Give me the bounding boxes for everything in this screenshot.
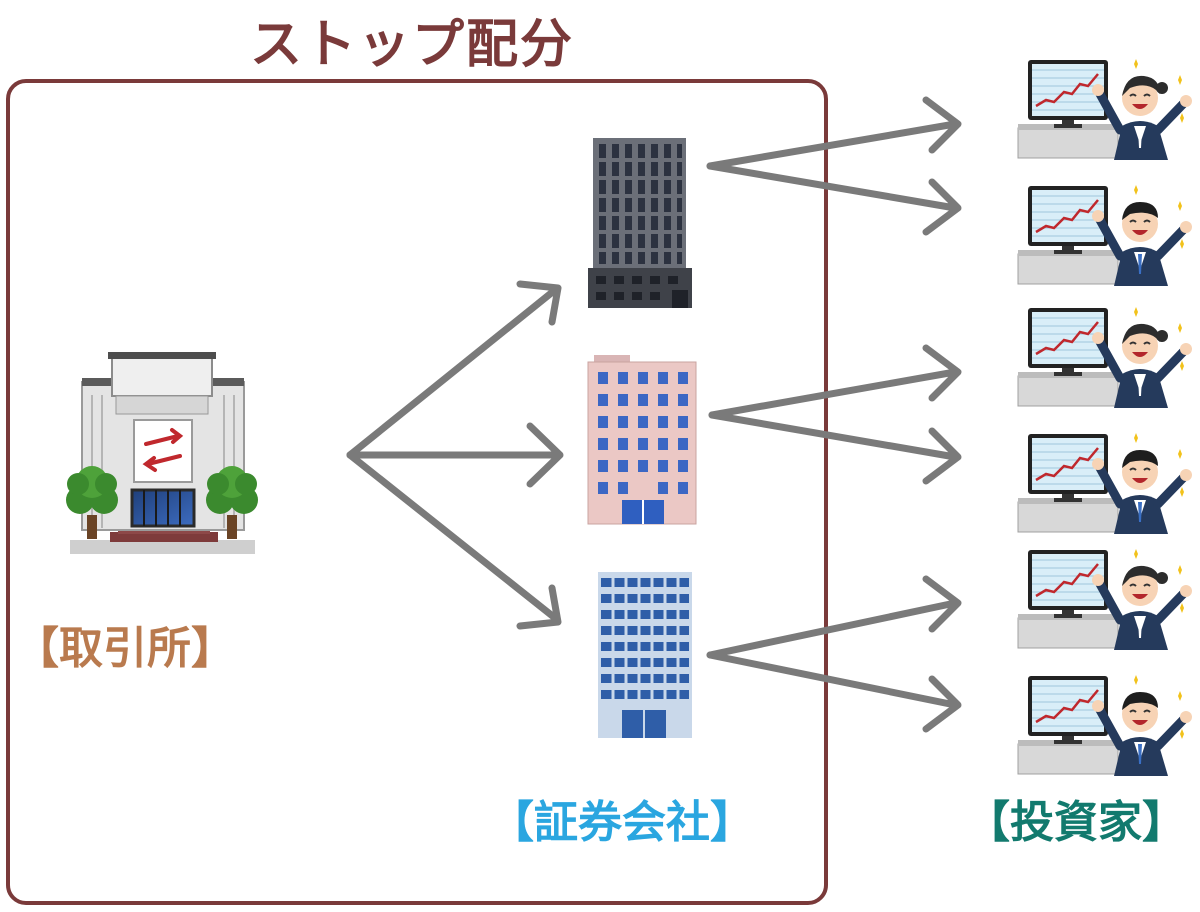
arrows-exchange-to-brokers	[346, 280, 564, 630]
arrow-b2-i4	[708, 411, 962, 485]
arrow-to-broker-3	[346, 451, 562, 630]
brokers-label: 【証券会社】	[490, 797, 754, 848]
cheering-woman-investor-icon	[1017, 307, 1192, 408]
cheering-man-investor-icon	[1017, 675, 1192, 776]
arrow-b3-i5	[706, 575, 962, 659]
pink-office-building-icon	[587, 355, 697, 525]
dark-office-tower-icon	[588, 138, 692, 308]
investor-group	[1017, 59, 1192, 776]
investors-label: 【投資家】	[966, 797, 1186, 848]
blue-office-building-icon	[598, 572, 692, 738]
arrow-b1-i2	[706, 162, 962, 236]
diagram-title: ストップ配分	[250, 15, 575, 75]
exchange-label: 【取引所】	[15, 623, 235, 674]
arrows-brokers-to-investors	[706, 96, 962, 733]
arrow-to-broker-2	[346, 422, 564, 488]
stock-exchange-building-icon	[66, 352, 258, 554]
allocation-frame	[6, 79, 828, 905]
arrow-to-broker-1	[346, 280, 562, 459]
cheering-man-investor-icon	[1017, 185, 1192, 286]
cheering-woman-investor-icon	[1017, 549, 1192, 650]
arrow-b1-i1	[706, 96, 962, 170]
arrow-b3-i6	[706, 651, 962, 733]
cheering-man-investor-icon	[1017, 433, 1192, 534]
arrow-b2-i3	[708, 344, 962, 419]
cheering-woman-investor-icon	[1017, 59, 1192, 160]
